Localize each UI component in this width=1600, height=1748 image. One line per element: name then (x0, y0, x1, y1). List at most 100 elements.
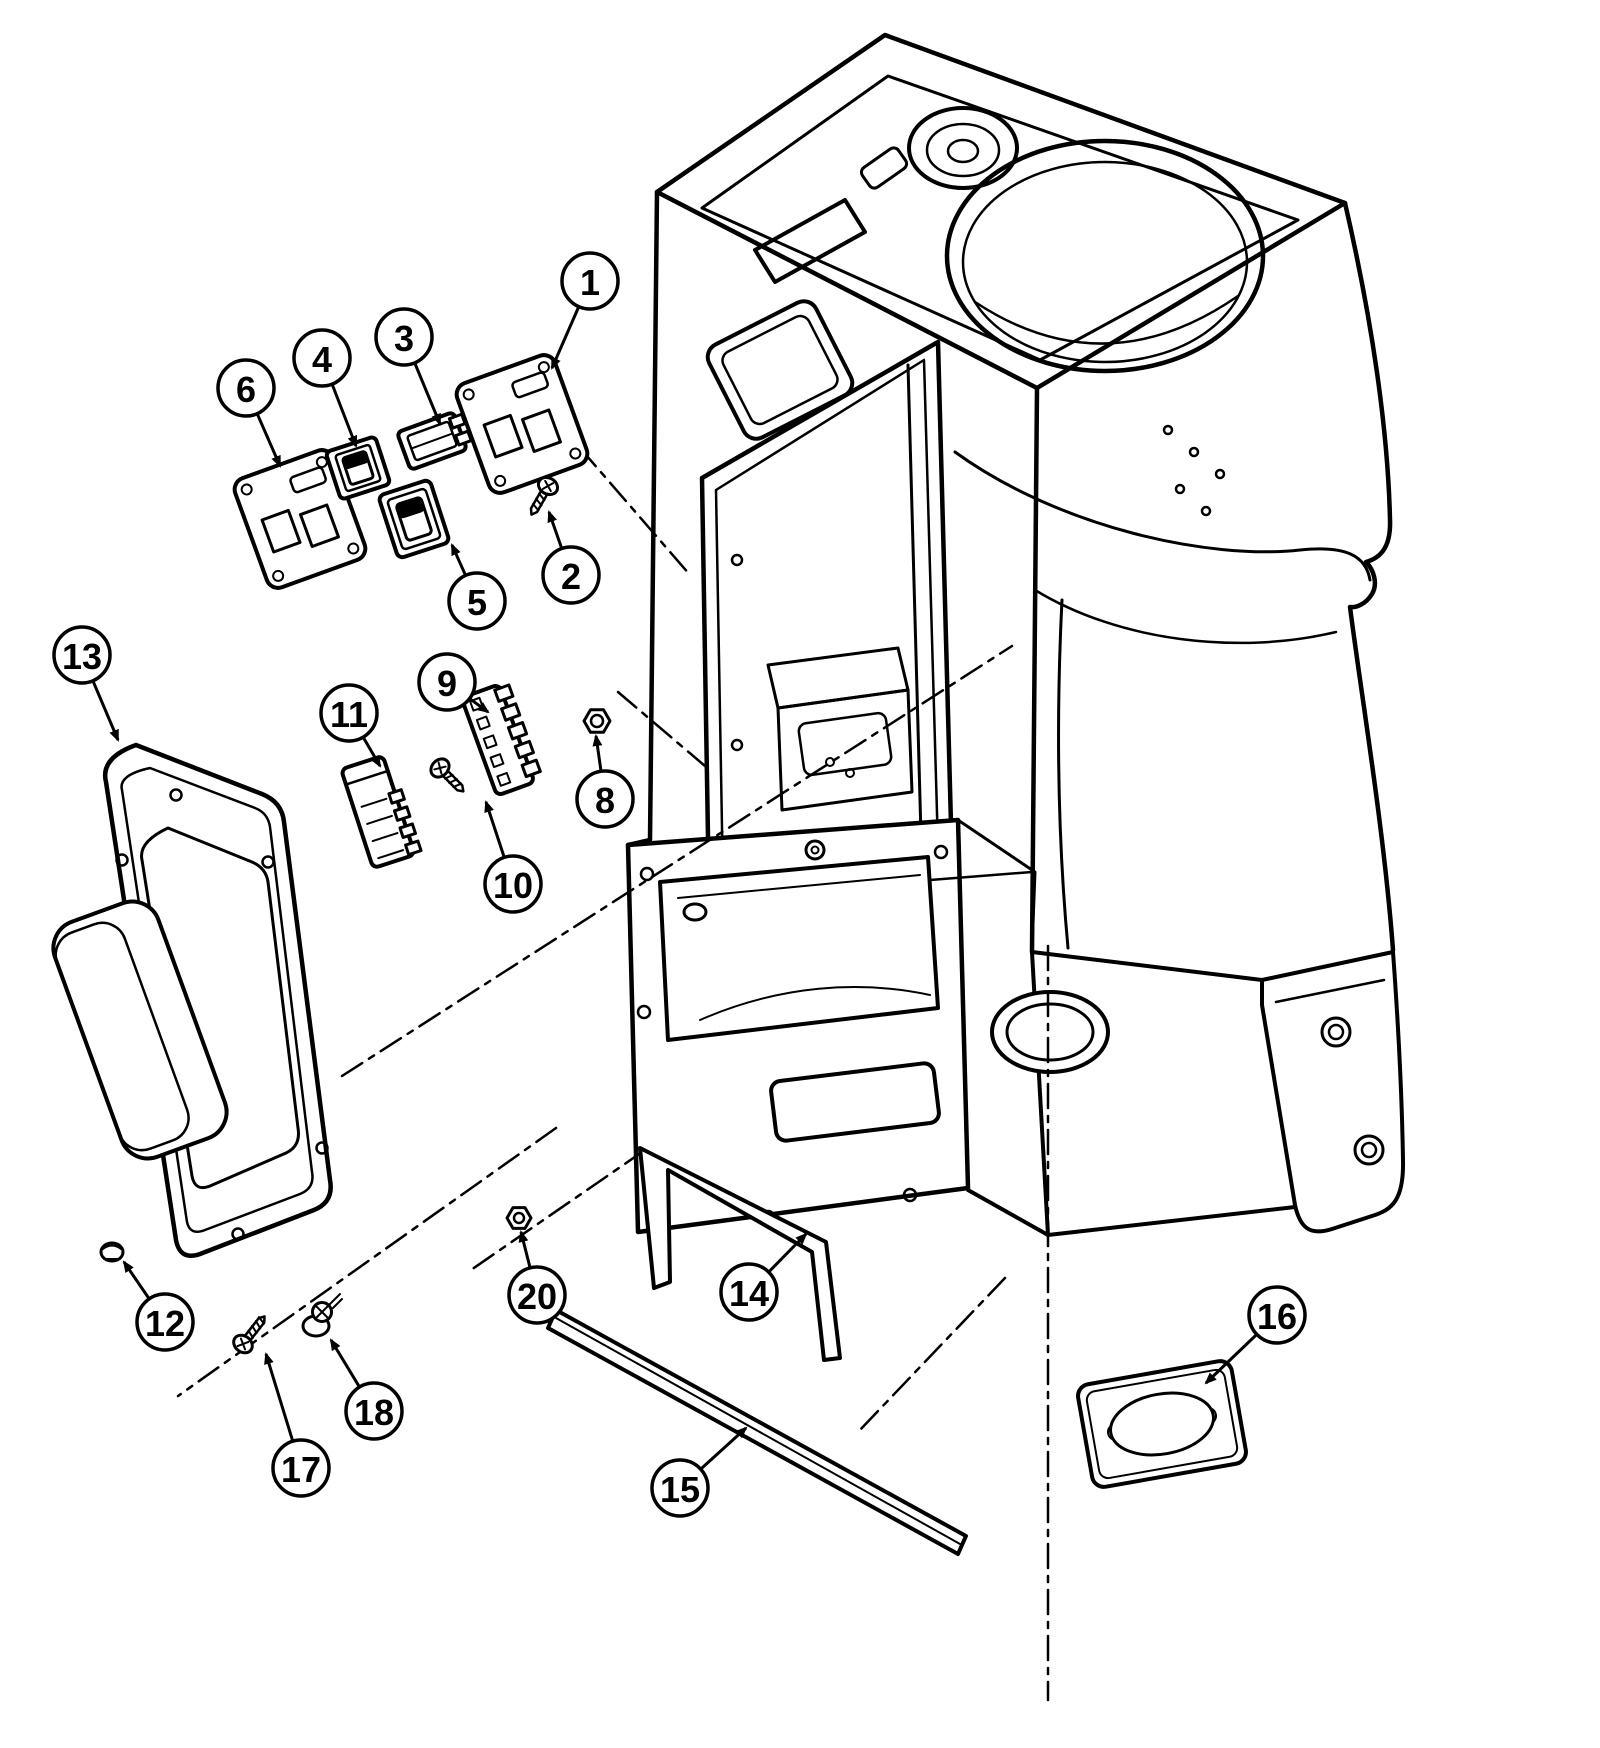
bottom-bracket (1260, 950, 1406, 1234)
housing-right-silhouette (1342, 200, 1396, 953)
callout-leader (518, 1230, 532, 1269)
callout-14: 14 (719, 1232, 808, 1322)
top-boss-center (946, 138, 980, 164)
cover-hole (169, 788, 183, 802)
callout-circle (483, 854, 543, 914)
callout-16: 16 (1204, 1285, 1307, 1385)
callout-3: 3 (374, 307, 442, 426)
lower-compartment (625, 817, 1037, 1235)
callout-circle (541, 545, 601, 605)
front-switch-window (705, 299, 855, 441)
callout-number: 14 (729, 1273, 769, 1314)
callout-1: 1 (550, 251, 620, 370)
callout-number: 5 (467, 582, 487, 623)
bowl-opening-inner (961, 160, 1249, 364)
callout-leader (255, 413, 282, 468)
part-18-screw-washer (301, 1293, 343, 1338)
callout-leader (550, 306, 581, 370)
bracket-hole-inner (1327, 1023, 1345, 1041)
callout-circle (52, 625, 112, 685)
rivet-hole (1174, 483, 1186, 495)
top-boss-mid (925, 122, 1001, 178)
base-hole-inner (1005, 1002, 1095, 1062)
callout-20: 20 (507, 1230, 567, 1325)
front-opening-interior (699, 339, 955, 961)
callout-circle (417, 652, 477, 712)
part-1-switch-plate (454, 353, 590, 495)
top-boss-outer (907, 106, 1019, 190)
callout-circle (719, 1262, 779, 1322)
part-9-terminal-block (461, 683, 542, 797)
centerline (578, 446, 692, 577)
callout-number: 4 (312, 339, 332, 380)
cover-raised-panel (140, 826, 300, 1190)
callout-4: 4 (292, 328, 358, 448)
callout-number: 12 (145, 1303, 185, 1344)
part-20-hex-nut (505, 1206, 533, 1230)
flange-hole (902, 1187, 918, 1203)
lower-column-edge (1057, 598, 1070, 950)
part-8-hex-nut (582, 708, 612, 734)
callout-circle (1247, 1285, 1307, 1345)
part-16-gasket (1076, 1359, 1248, 1489)
top-boss-notch (859, 146, 909, 190)
callout-circle (374, 307, 434, 367)
flange-hole (933, 844, 949, 860)
cover-hole (115, 853, 129, 867)
part-2-screw (529, 475, 560, 516)
part-4-rocker-switch (324, 435, 392, 501)
part-17-screw (232, 1315, 266, 1355)
callout-2: 2 (541, 510, 601, 605)
callout-leader (450, 543, 467, 577)
callout-6: 6 (216, 358, 282, 468)
centerline (616, 690, 707, 768)
callout-number: 10 (493, 865, 533, 906)
callout-leader (767, 1232, 808, 1274)
rivet-hole (1188, 446, 1200, 458)
compartment-opening (658, 855, 940, 1042)
callout-leader (264, 1352, 295, 1442)
callout-12: 12 (122, 1260, 195, 1352)
callout-13: 13 (52, 625, 120, 742)
callout-leader (122, 1260, 151, 1300)
part-15-trim-strip (546, 1308, 968, 1556)
bottom-ledge (966, 950, 1297, 1237)
cover-hole (261, 855, 275, 869)
part-14-u-channel (638, 1146, 842, 1362)
top-rect-opening (753, 198, 867, 284)
callout-10: 10 (483, 800, 543, 914)
interior-oval-hole (682, 902, 708, 922)
waist-contour-2 (1033, 588, 1338, 645)
callout-circle (216, 358, 276, 418)
callout-18: 18 (329, 1338, 404, 1441)
callout-circle (507, 1265, 567, 1325)
callout-number: 6 (236, 369, 256, 410)
callout-leader (329, 1338, 361, 1388)
callout-circle (650, 1458, 710, 1518)
callout-15: 15 (650, 1426, 748, 1518)
callout-number: 1 (580, 262, 600, 303)
shelf-hole (804, 839, 826, 861)
callout-5: 5 (447, 543, 507, 631)
waist-contour-1 (953, 450, 1372, 582)
bowl-opening-outer (944, 138, 1266, 374)
bowl-depth-arc (973, 294, 1240, 345)
rivet-hole (1162, 424, 1174, 436)
callout-leader (91, 680, 120, 742)
flange-hole (636, 1004, 652, 1020)
callout-circle (135, 1292, 195, 1352)
callout-circle (319, 683, 379, 743)
compartment-slot (769, 1061, 941, 1143)
callout-9: 9 (417, 652, 490, 714)
housing-body (625, 32, 1406, 1237)
callout-number: 9 (437, 663, 457, 704)
callout-17: 17 (264, 1352, 331, 1498)
callout-circle (271, 1438, 331, 1498)
part-10-screw (429, 757, 465, 793)
callout-number: 17 (281, 1449, 321, 1490)
callout-leader (413, 362, 442, 426)
callout-leader (592, 734, 603, 772)
